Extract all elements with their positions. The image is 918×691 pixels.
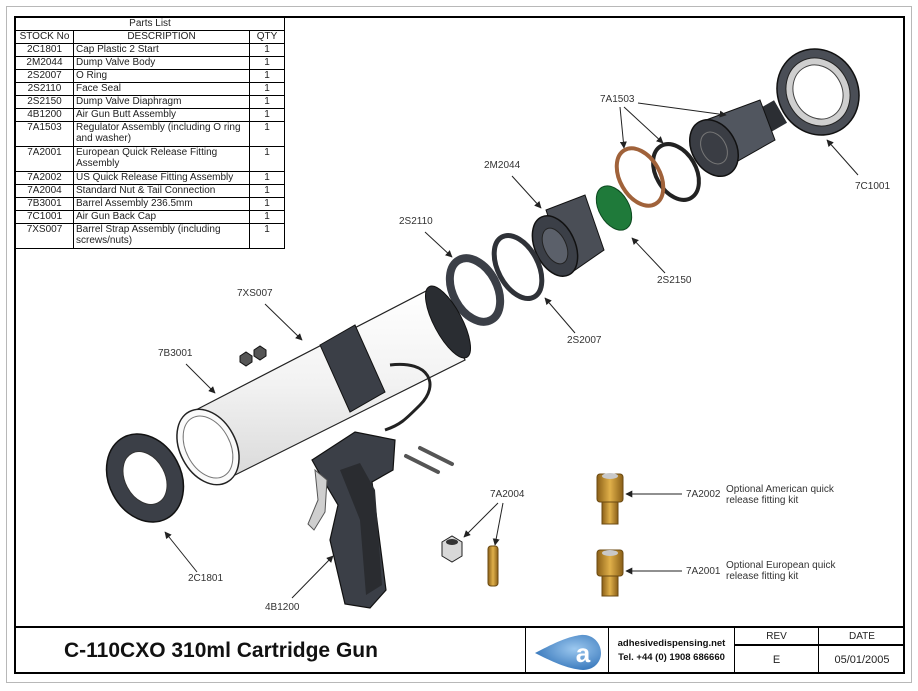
revision-cell: REV E [735,628,819,674]
leader-2M2044 [511,175,542,209]
drawing-frame [14,16,905,674]
european-fitting-part [596,549,624,597]
leader-7C1001 [826,139,859,176]
back-cap-part [776,48,860,136]
leader-2C1801 [164,531,198,573]
part-stock-number: 7A2001 [15,146,74,172]
barrel-part [176,285,471,486]
logo-icon: a [535,634,601,670]
leader-7A1503-c [623,106,664,144]
date-label: DATE [819,628,905,646]
part-quantity: 1 [249,108,285,122]
callout-7XS007: 7XS007 [237,288,273,299]
callout-2S2150: 2S2150 [657,275,692,286]
face-seal-part [445,254,505,326]
callout-7B3001: 7B3001 [158,348,193,359]
callout-2M2044: 2M2044 [484,160,521,171]
leader-4B1200 [291,555,334,599]
part-quantity: 1 [249,223,285,249]
american-fitting-part [596,473,624,525]
washer-regulator [614,146,666,208]
part-stock-number: 7XS007 [15,223,74,249]
part-quantity: 1 [249,146,285,172]
note-european-fitting: Optional European quick release fitting … [726,560,836,582]
date-value: 05/01/2005 [834,654,890,666]
rev-value: E [772,654,781,666]
leader-2S2007 [544,297,576,334]
callout-2S2007: 2S2007 [567,335,602,346]
part-description: European Quick Release Fitting Assembly [73,146,250,172]
page-outer-border [6,6,912,683]
contact-info: adhesivedispensing.net Tel. +44 (0) 1908… [609,628,735,674]
date-cell: DATE 05/01/2005 [819,628,905,674]
leader-7XS007 [264,303,303,341]
leader-2S2150 [631,237,666,274]
logo-letter: a [576,638,591,668]
o-ring-part [491,233,545,301]
drawing-title: C-110CXO 310ml Cartridge Gun [14,628,526,674]
callout-7A2001: 7A2001 [686,566,721,577]
part-description: Barrel Strap Assembly (including screws/… [73,223,250,249]
diaphragm-part [595,185,633,231]
title-block: C-110CXO 310ml Cartridge Gun a adhesived… [14,626,905,674]
o-ring-regulator [651,142,701,202]
leader-7A2004-b [492,502,504,546]
leader-7A2004-a [463,502,499,538]
callout-7A1503: 7A1503 [600,94,635,105]
strap-nuts [239,345,267,367]
phone-number: Tel. +44 (0) 1908 686660 [618,652,725,663]
callout-2C1801: 2C1801 [188,573,224,584]
callout-7A2002: 7A2002 [686,489,721,500]
nut-and-tail-part [441,535,499,587]
callout-7C1001: 7C1001 [855,181,891,192]
callout-4B1200: 4B1200 [265,602,300,613]
company-logo: a [526,628,609,674]
leader-7A1503-b [619,106,627,149]
strap-screws [404,446,454,474]
note-american-fitting: Optional American quick release fitting … [726,484,834,506]
gun-handle-part [307,431,396,609]
part-description: Regulator Assembly (including O ring and… [73,121,250,147]
parts-list-table: Parts List STOCK No DESCRIPTION QTY 2C18… [15,17,285,249]
leader-7B3001 [185,363,216,394]
callout-7A2004: 7A2004 [490,489,525,500]
dump-valve-body-part [531,194,605,277]
rev-label: REV [735,628,818,646]
front-cap-part [105,433,185,523]
website-link[interactable]: adhesivedispensing.net [617,638,726,649]
leader-2S2110 [424,231,453,258]
leader-7A1503-a [637,102,727,118]
callout-2S2110: 2S2110 [399,216,433,227]
